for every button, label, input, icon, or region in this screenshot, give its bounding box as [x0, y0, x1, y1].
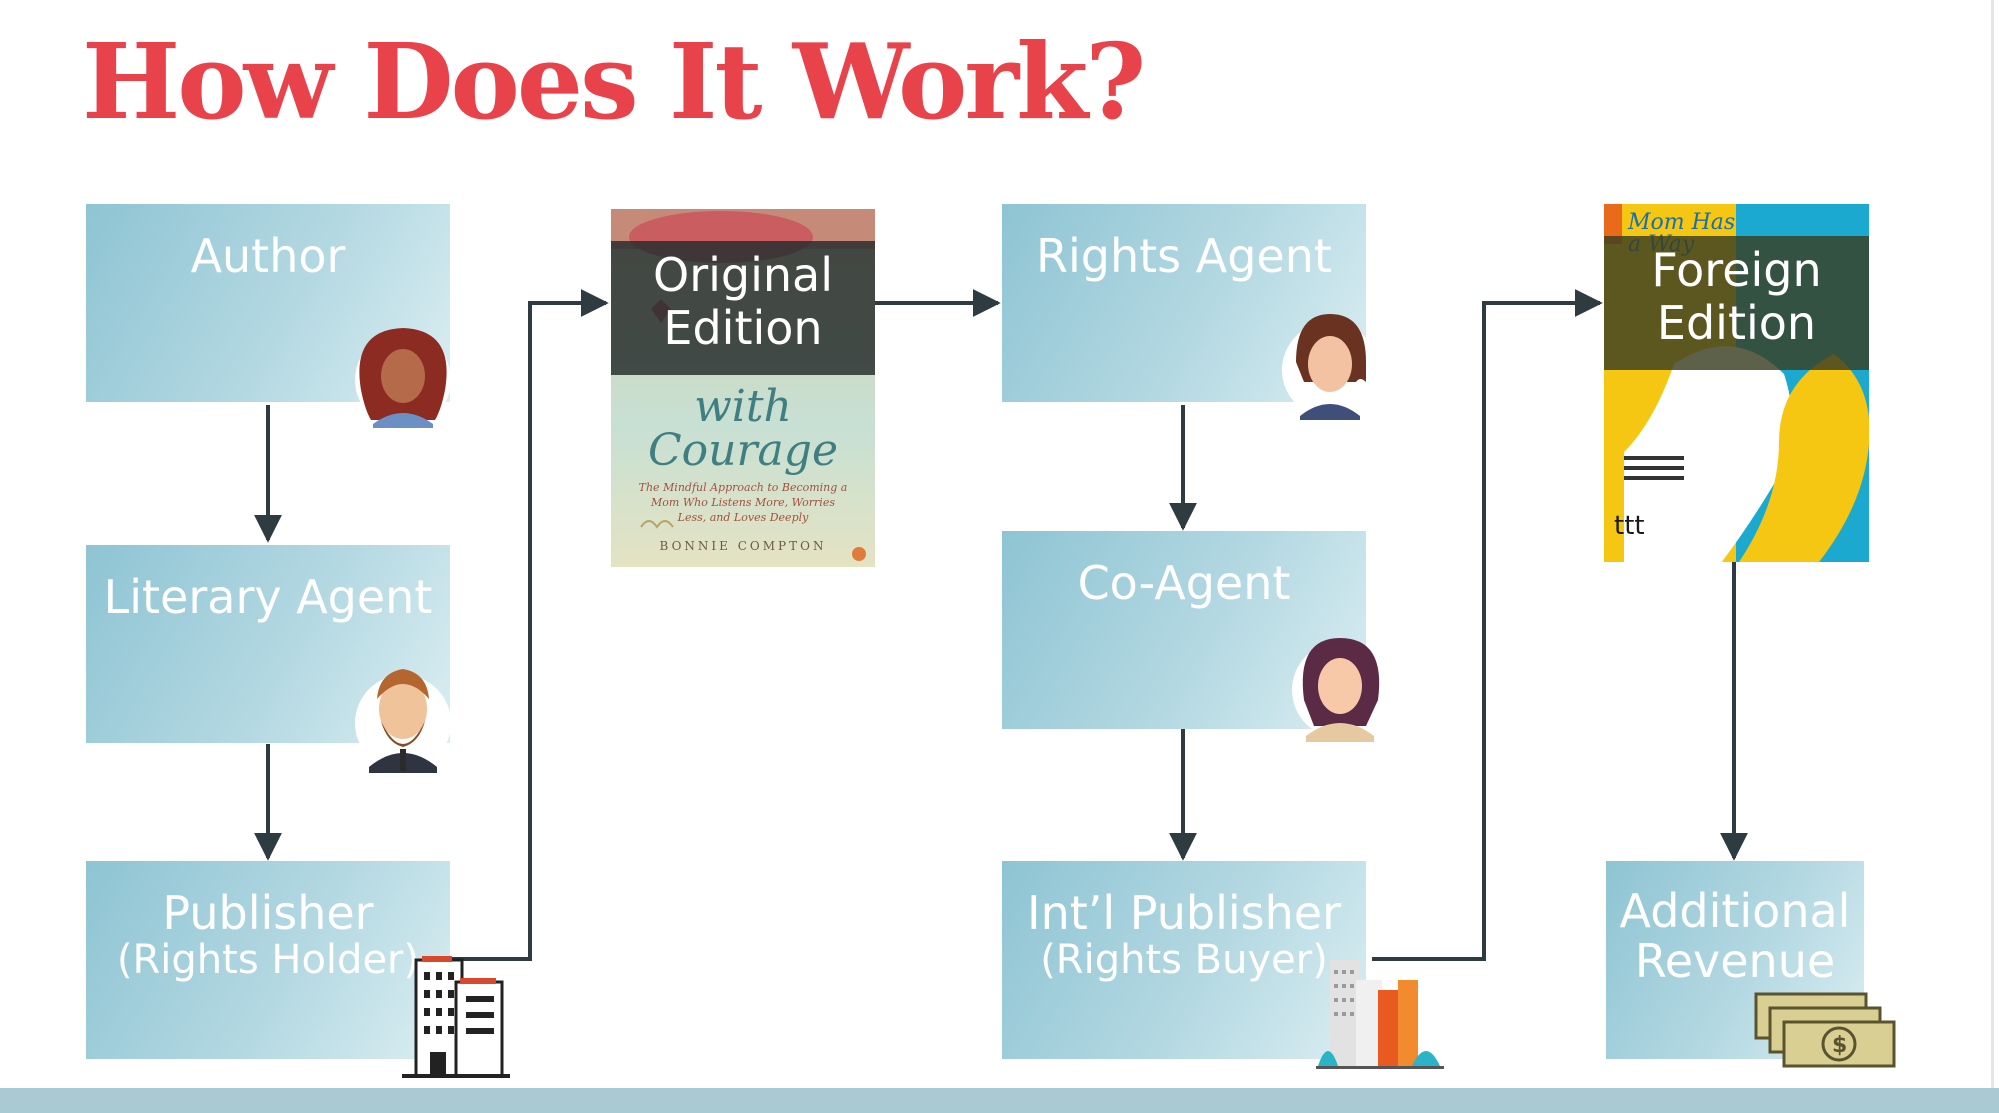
face-profile-left: [1624, 346, 1792, 562]
slide-title: How Does It Work?: [82, 20, 1146, 143]
node-rights-agent-label: Rights Agent: [1036, 229, 1332, 283]
node-intl-publisher-sub: (Rights Buyer): [1040, 936, 1328, 983]
original-edition-cover: with Courage The Mindful Approach to Bec…: [611, 209, 875, 567]
svg-text:$: $: [1832, 1033, 1847, 1058]
foreign-edition-cover: ttt Mom Has a Way Foreign Edition: [1604, 204, 1869, 562]
original-cover-subtitle: The Mindful Approach to Becoming a Mom W…: [638, 481, 848, 524]
intl-publisher-city-icon: [1316, 960, 1444, 1069]
face-profile-right: [1739, 354, 1869, 562]
foreign-edition-label: Foreign Edition: [1651, 243, 1822, 350]
original-cover-script-title: with Courage: [648, 381, 838, 476]
node-intl-publisher-label: Int’l Publisher: [1027, 886, 1341, 940]
arrow-publisher-to-original-edition: [420, 289, 609, 961]
original-edition-label: Original Edition: [652, 248, 833, 355]
cover-text-line: [1624, 466, 1684, 470]
rights-agent-avatar: [1282, 314, 1378, 420]
node-co-agent-label: Co-Agent: [1077, 556, 1291, 610]
literary-agent-avatar: [355, 669, 451, 773]
bottom-band: [0, 1088, 1999, 1113]
arrow-intl-publisher-to-foreign-edition: [1372, 289, 1603, 961]
node-intl-publisher: Int’l Publisher (Rights Buyer): [1002, 861, 1366, 1059]
publisher-logo-icon: [852, 547, 866, 561]
original-cover-author: BONNIE COMPTON: [659, 539, 827, 553]
right-divider: [1991, 0, 1994, 1088]
money-stack-icon: $: [1754, 992, 1896, 1068]
node-publisher-sub: (Rights Holder): [116, 936, 420, 983]
node-additional-revenue-label: Additional Revenue: [1619, 884, 1851, 988]
node-publisher-label: Publisher: [162, 886, 374, 940]
node-publisher: Publisher (Rights Holder): [86, 861, 450, 1059]
author-avatar: [355, 328, 451, 428]
original-edition-band: Original Edition: [611, 241, 875, 375]
foreign-edition-band: Foreign Edition: [1604, 236, 1869, 370]
cover-text-line: [1624, 476, 1684, 480]
cover-text-line: [1624, 456, 1684, 460]
co-agent-avatar: [1292, 638, 1388, 742]
node-rights-agent: Rights Agent: [1002, 204, 1366, 402]
publisher-building-icon: [402, 956, 510, 1078]
publisher-mark-icon: ttt: [1614, 511, 1645, 541]
node-author: Author: [86, 204, 450, 402]
cover-flourish: [640, 520, 674, 529]
spine-label: [1604, 204, 1622, 244]
node-literary-agent-label: Literary Agent: [103, 570, 433, 624]
node-author-label: Author: [190, 229, 346, 283]
